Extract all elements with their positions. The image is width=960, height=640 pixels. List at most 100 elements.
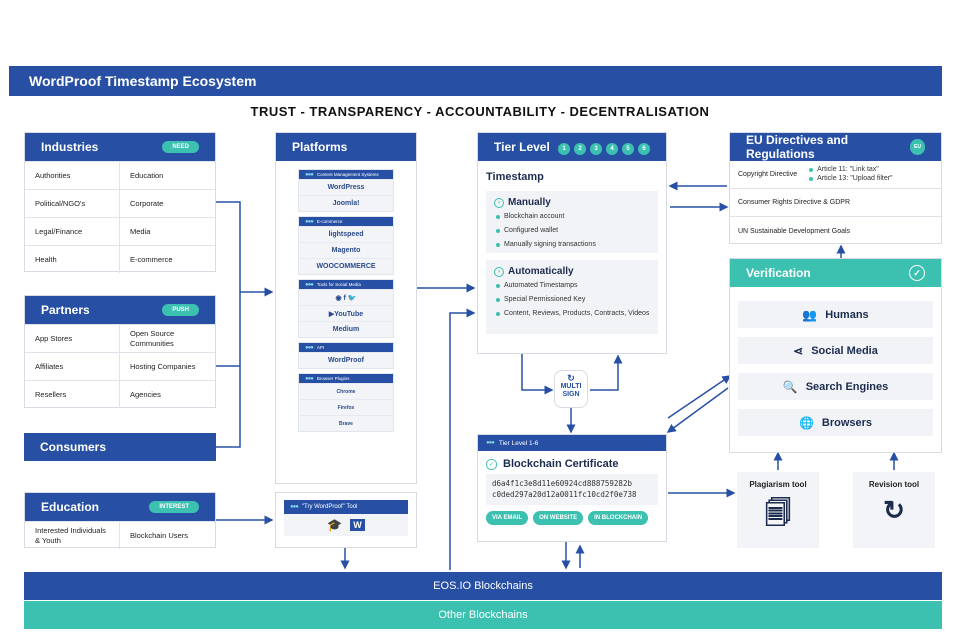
- verification-humans: 👥Humans: [738, 301, 933, 328]
- chrome-logo: Chrome: [299, 383, 393, 399]
- firefox-logo: Firefox: [299, 399, 393, 415]
- dots-icon: ●●●: [305, 344, 314, 351]
- education-grid: Interested Individuals & Youth Blockchai…: [25, 521, 215, 549]
- automatically-item: Automated Timestamps: [494, 282, 650, 291]
- manually-item: Blockchain account: [494, 213, 650, 222]
- edit-cycle-icon: ↻: [883, 495, 905, 525]
- share-icon: ⋖: [793, 343, 804, 358]
- manually-section: › Manually Blockchain account Configured …: [486, 191, 658, 253]
- manually-title: Manually: [508, 197, 551, 208]
- tier-number: 6: [638, 143, 650, 155]
- eu-header: EU Directives and Regulations EU: [730, 133, 941, 161]
- wordproof-logo: WordProof: [299, 352, 393, 368]
- diagram-subtitle: TRUST - TRANSPARENCY - ACCOUNTABILITY - …: [250, 104, 710, 119]
- industries-title: Industries: [41, 140, 99, 154]
- plagiarism-tool-label: Plagiarism tool: [749, 480, 807, 489]
- multisign-line2: SIGN: [562, 390, 580, 398]
- industry-cell: E-commerce: [120, 245, 215, 273]
- tier-number: 5: [622, 143, 634, 155]
- eos-blockchains-bar: EOS.IO Blockchains: [24, 572, 942, 600]
- partner-cell: Affiliates: [25, 352, 120, 380]
- via-email-button[interactable]: VIA EMAIL: [486, 510, 529, 525]
- education-cell: Blockchain Users: [120, 521, 215, 549]
- tier-number: 4: [606, 143, 618, 155]
- consumer-rights-row: Consumer Rights Directive & GDPR: [730, 189, 941, 217]
- industry-cell: Corporate: [120, 189, 215, 217]
- certificate-tier-label: Tier Level 1-6: [498, 439, 539, 447]
- check-circle-icon: ✓: [909, 265, 925, 281]
- multisign-node: ↻ MULTI SIGN: [554, 370, 588, 408]
- tier-number: 2: [574, 143, 586, 155]
- woocommerce-logo: WOOCOMMERCE: [299, 258, 393, 274]
- certificate-title: Blockchain Certificate: [503, 458, 619, 470]
- in-blockchain-button[interactable]: IN BLOCKCHAIN: [588, 510, 649, 525]
- verification-search-engines: 🔍Search Engines: [738, 373, 933, 400]
- graduation-cap-icon: 🎓: [327, 518, 343, 532]
- platform-category-ecommerce: ●●●E-commerce lightspeed Magento WOOCOMM…: [298, 216, 394, 275]
- try-wordproof-card: ●●● "Try WordProof" Tool 🎓 W: [275, 492, 417, 548]
- revision-tool-label: Revision tool: [868, 480, 920, 489]
- partner-cell: Open Source Communities: [120, 324, 215, 352]
- partners-card: Partners PUSH App Stores Open Source Com…: [24, 295, 216, 408]
- industries-header: Industries NEED: [25, 133, 215, 161]
- platforms-title: Platforms: [292, 140, 348, 154]
- refresh-icon: ↻: [567, 373, 575, 383]
- check-circle-icon: ✓: [486, 458, 497, 470]
- article-13: Article 13: "Upload filter": [807, 175, 893, 184]
- verification-label: Social Media: [811, 344, 878, 357]
- category-label: E-commerce: [316, 219, 343, 224]
- partner-cell: Hosting Companies: [120, 352, 215, 380]
- eu-directives-card: EU Directives and Regulations EU Copyrig…: [729, 132, 942, 244]
- youtube-logo: ▶YouTube: [299, 305, 393, 321]
- automatically-item: Content, Reviews, Products, Contracts, V…: [494, 310, 650, 319]
- education-title: Education: [41, 500, 100, 514]
- partner-cell: Agencies: [120, 380, 215, 408]
- industries-card: Industries NEED Authorities Education Po…: [24, 132, 216, 273]
- social-logos-icon: ◉ f 🐦: [299, 289, 393, 305]
- revision-tool-card: Revision tool ↻: [853, 472, 935, 548]
- category-label: Browser Plugins: [316, 376, 350, 381]
- document-search-icon: 🗐: [765, 498, 791, 528]
- consumers-title: Consumers: [40, 440, 107, 454]
- eu-flag-icon: EU: [909, 139, 925, 155]
- category-label: Content Management Systems: [316, 172, 379, 177]
- dots-icon: ●●●: [305, 171, 314, 178]
- industry-cell: Political/NGO's: [25, 189, 120, 217]
- chevron-right-icon: ›: [494, 197, 504, 208]
- platforms-card: Platforms ●●●Content Management Systems …: [275, 132, 417, 484]
- dots-icon: ●●●: [305, 375, 314, 382]
- partners-grid: App Stores Open Source Communities Affil…: [25, 324, 215, 408]
- un-goals-row: UN Sustainable Development Goals: [738, 227, 851, 235]
- dots-icon: ●●●: [305, 218, 314, 225]
- industry-cell: Media: [120, 217, 215, 245]
- platform-category-browser: ●●●Browser Plugins Chrome Firefox Brave: [298, 373, 394, 432]
- partners-header: Partners PUSH: [25, 296, 215, 324]
- industry-cell: Health: [25, 245, 120, 273]
- globe-icon: 🌐: [798, 415, 814, 430]
- need-badge: NEED: [162, 141, 199, 153]
- consumers-card: Consumers: [24, 433, 216, 461]
- automatically-item: Special Permissioned Key: [494, 296, 650, 305]
- multisign-line1: MULTI: [560, 383, 582, 391]
- industry-cell: Legal/Finance: [25, 217, 120, 245]
- try-tool-label: "Try WordProof" Tool: [301, 504, 358, 510]
- partner-cell: App Stores: [25, 324, 120, 352]
- dots-icon: ●●●: [486, 440, 495, 446]
- magento-logo: Magento: [299, 242, 393, 258]
- category-label: API: [316, 345, 325, 350]
- platform-category-social: ●●●Tools for Social Media ◉ f 🐦 ▶YouTube…: [298, 279, 394, 338]
- copyright-row: Copyright Directive Article 11: "Link ta…: [730, 161, 941, 189]
- automatically-section: ›Automatically Automated Timestamps Spec…: [486, 260, 658, 334]
- manually-item: Configured wallet: [494, 227, 650, 236]
- other-chains-label: Other Blockchains: [438, 609, 528, 621]
- industry-cell: Authorities: [25, 161, 120, 189]
- verification-label: Humans: [825, 308, 869, 321]
- plagiarism-tool-card: Plagiarism tool 🗐: [737, 472, 819, 548]
- platform-category-cms: ●●●Content Management Systems WordPress …: [298, 169, 394, 212]
- medium-logo: Medium: [299, 321, 393, 337]
- partner-cell: Resellers: [25, 380, 120, 408]
- hash-line: d6a4f1c3e8d11e60924cd888759282b: [492, 479, 632, 488]
- on-website-button[interactable]: ON WEBSITE: [533, 510, 584, 525]
